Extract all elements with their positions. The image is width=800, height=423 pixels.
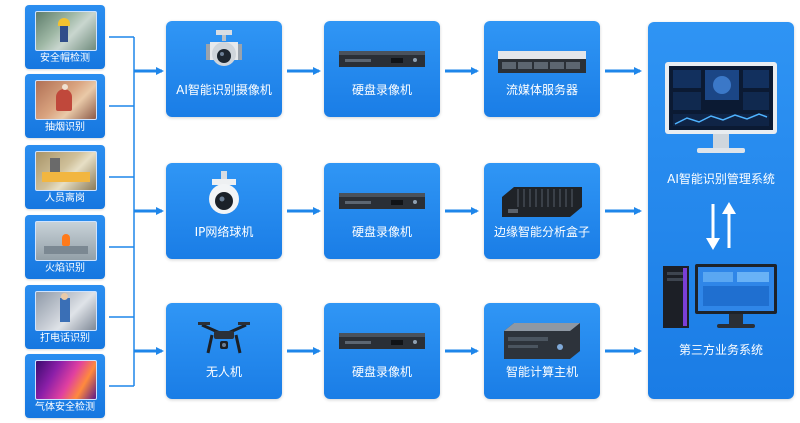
recorder-label: 硬盘录像机 (351, 225, 412, 239)
drone-icon (198, 322, 250, 354)
recorder-label: 硬盘录像机 (351, 83, 412, 97)
desktop-pc-icon (663, 264, 777, 328)
processor-box-compute-host: 智能计算主机 (484, 303, 600, 399)
flame-detection-thumbnail (35, 221, 97, 261)
recorder-box-2: 硬盘录像机 (324, 163, 440, 259)
source-label: 火焰识别 (45, 263, 85, 274)
nvr-icon (339, 51, 425, 67)
helmet-detection-thumbnail (35, 11, 97, 51)
source-label: 人员离岗 (45, 193, 85, 204)
management-label: AI智能识别管理系统 (667, 172, 775, 186)
device-box-drone: 无人机 (166, 303, 282, 399)
bidirectional-arrows-icon (706, 202, 736, 250)
nvr-icon (339, 333, 425, 349)
system-panel: AI智能识别管理系统 第三方业务系统 (648, 22, 794, 399)
source-tile-helmet: 安全帽检测 (25, 5, 105, 69)
processor-box-streaming-server: 流媒体服务器 (484, 21, 600, 117)
source-tile-smoking: 抽烟识别 (25, 74, 105, 138)
processor-label: 流媒体服务器 (505, 83, 578, 97)
source-tile-phone: 打电话识别 (25, 285, 105, 349)
recorder-label: 硬盘录像机 (351, 365, 412, 379)
recorder-box-1: 硬盘录像机 (324, 21, 440, 117)
processor-label: 边缘智能分析盒子 (493, 225, 590, 239)
device-box-ai-camera: AI智能识别摄像机 (166, 21, 282, 117)
smoking-detection-thumbnail (35, 80, 97, 120)
staff-absence-thumbnail (35, 151, 97, 191)
source-tile-absence: 人员离岗 (25, 145, 105, 209)
rack-server-icon (498, 51, 586, 73)
source-tile-flame: 火焰识别 (25, 215, 105, 279)
source-label: 安全帽检测 (40, 53, 90, 64)
dome-camera-icon (209, 171, 239, 214)
processor-label: 智能计算主机 (505, 365, 578, 379)
monitor-dashboard-icon (665, 62, 777, 153)
source-bracket (109, 36, 135, 387)
processor-box-edge-box: 边缘智能分析盒子 (484, 163, 600, 259)
phone-call-detection-thumbnail (35, 291, 97, 331)
thirdparty-label: 第三方业务系统 (678, 343, 763, 357)
arrows (134, 67, 642, 355)
device-label: 无人机 (205, 365, 242, 379)
source-tile-gas: 气体安全检测 (25, 354, 105, 418)
source-label: 抽烟识别 (45, 122, 85, 133)
device-label: IP网络球机 (194, 225, 254, 239)
source-label: 气体安全检测 (35, 402, 95, 413)
edge-box-icon (502, 187, 582, 217)
device-label: AI智能识别摄像机 (176, 83, 272, 97)
device-box-ip-dome: IP网络球机 (166, 163, 282, 259)
nvr-icon (339, 193, 425, 209)
source-label: 打电话识别 (40, 333, 90, 344)
compute-host-icon (504, 323, 580, 359)
gas-thermal-thumbnail (35, 360, 97, 400)
recorder-box-3: 硬盘录像机 (324, 303, 440, 399)
ptz-camera-icon (206, 30, 242, 66)
